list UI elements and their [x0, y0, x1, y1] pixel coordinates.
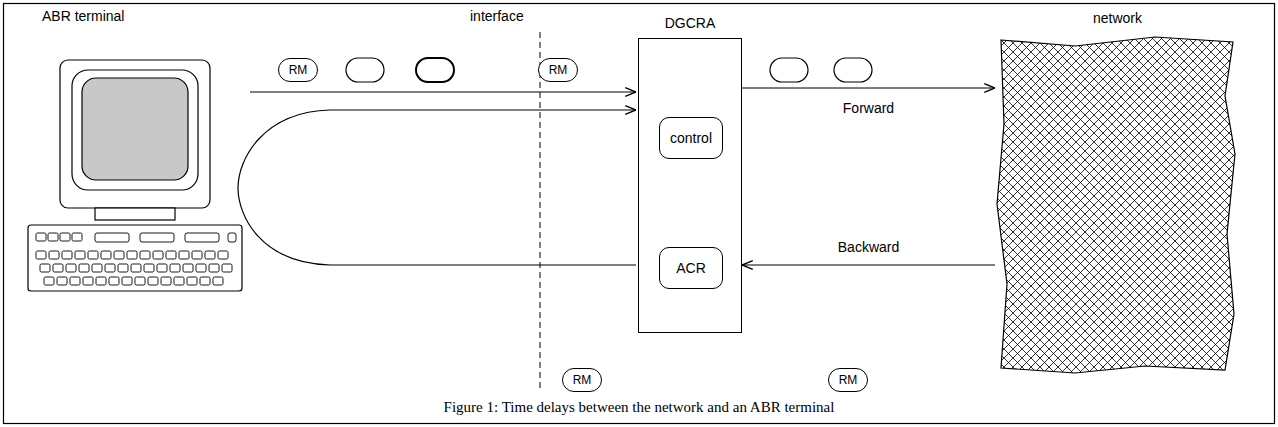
node-heading: network	[1093, 10, 1142, 27]
node-text: RM	[839, 373, 858, 387]
rm-cell: RM	[278, 58, 318, 82]
node-text: RM	[549, 63, 568, 77]
rm-cell: RM	[562, 368, 602, 392]
rm-cell: RM	[828, 368, 868, 392]
control-box: control	[659, 117, 723, 159]
network-outline	[995, 34, 1240, 376]
cell-ovals	[346, 58, 872, 82]
terminal-label: ABR terminal	[42, 8, 124, 25]
edge-label: Backward	[836, 239, 901, 256]
connector-arrow	[742, 87, 995, 88]
network-cloud: network	[995, 34, 1240, 376]
forward-cell-line	[250, 91, 636, 92]
figure-caption: Figure 1: Time delays between the networ…	[444, 398, 835, 416]
connector-arrow	[742, 264, 995, 265]
dgcra-box: DGCRAcontrolACR	[638, 38, 742, 333]
node-text: ACR	[676, 260, 706, 277]
interface-line	[540, 32, 541, 392]
figure-frame	[4, 4, 1275, 424]
acr-box: ACR	[659, 247, 723, 289]
node-text: RM	[289, 63, 308, 77]
edge-label: Forward	[841, 100, 896, 117]
node-text: control	[670, 130, 712, 147]
rm-cell: RM	[538, 58, 578, 82]
feedback-loop-line	[238, 110, 636, 265]
interface-label: interface	[470, 8, 524, 25]
node-heading: DGCRA	[665, 15, 716, 32]
node-text: RM	[573, 373, 592, 387]
terminal-illustration	[28, 60, 242, 291]
